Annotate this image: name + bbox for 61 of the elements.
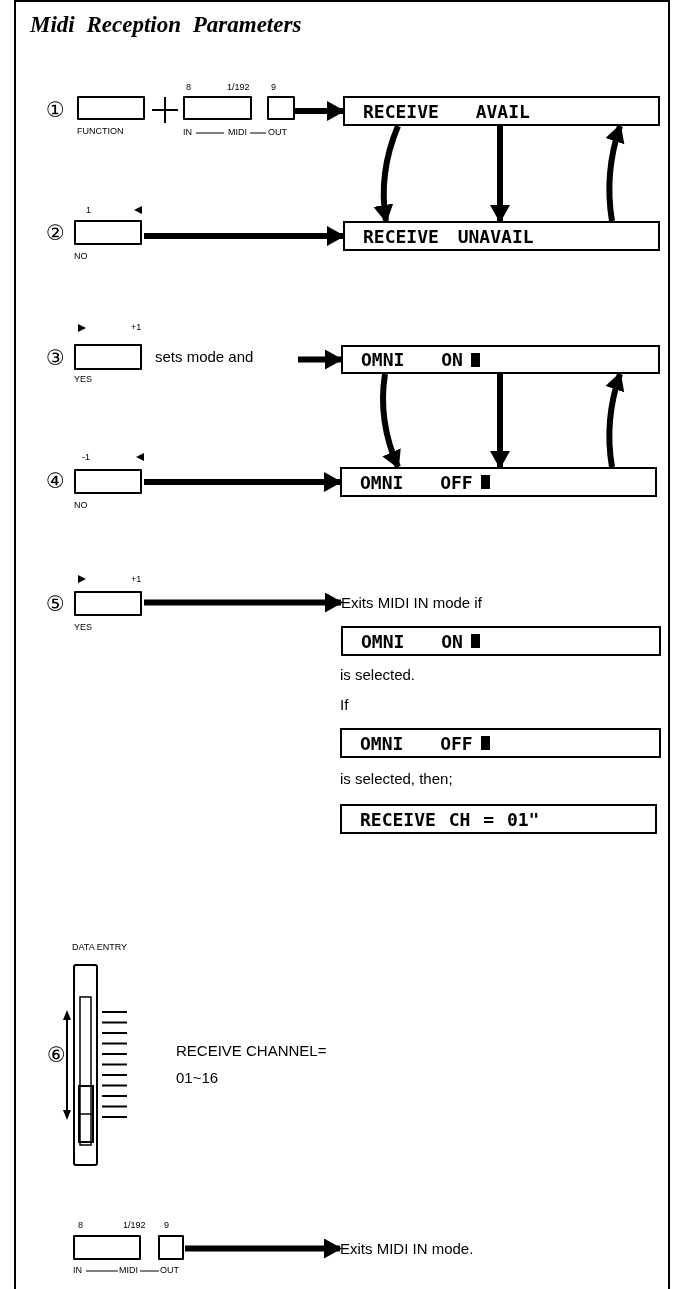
key-label: 1 — [86, 205, 91, 215]
step-note: sets mode and — [155, 348, 254, 365]
arrow — [295, 101, 345, 121]
key-label: 8 — [186, 82, 191, 92]
key-label: 8 — [78, 1220, 83, 1230]
key-label: 1/192 — [123, 1220, 146, 1230]
step-number: ① — [46, 99, 65, 121]
display-text: OMNI ON — [361, 349, 463, 370]
lcd-display — [343, 221, 660, 251]
key-label: NO — [74, 251, 88, 261]
diagram-title: Midi Reception Parameters — [30, 12, 302, 38]
key-label: YES — [74, 622, 92, 632]
step-number: ④ — [46, 470, 65, 492]
key-label: +1 — [131, 322, 142, 332]
display-text: OMNI OFF — [360, 732, 473, 754]
arrow — [144, 472, 342, 492]
key-label: OUT — [160, 1265, 179, 1275]
lcd-display — [340, 467, 657, 497]
key-label: OUT — [268, 127, 287, 137]
display-text: RECEIVE AVAIL — [363, 100, 530, 122]
lcd-display — [340, 728, 661, 758]
body-text: is selected, then; — [340, 770, 453, 787]
arrow — [185, 1238, 342, 1259]
body-text: If — [340, 696, 349, 713]
key-label: MIDI — [119, 1265, 138, 1275]
instruction-text: Exits MIDI IN mode. — [340, 1240, 474, 1257]
key-label: 1/192 — [227, 82, 250, 92]
parameter-text: RECEIVE CHANNEL= 01~16 — [176, 1041, 328, 1088]
display-text: RECEIVE UNAVAIL — [363, 225, 534, 247]
step-number: ⑤ — [46, 593, 65, 615]
arrow — [298, 349, 343, 370]
key-label: YES — [74, 374, 92, 384]
display-text: OMNI ON — [361, 630, 463, 652]
lcd-display — [343, 96, 660, 126]
key-label: 9 — [271, 82, 276, 92]
arrow — [490, 126, 510, 223]
key-label: -1 — [82, 452, 90, 462]
display-text: RECEIVE CH = 01" — [360, 808, 540, 830]
arrow — [144, 592, 343, 613]
lcd-display — [341, 345, 660, 374]
key-label: IN — [183, 127, 192, 137]
arrow — [380, 373, 402, 469]
key-label: NO — [74, 500, 88, 510]
lcd-display — [341, 626, 661, 656]
slider-label: DATA ENTRY — [72, 942, 127, 952]
arrow — [144, 226, 345, 246]
arrow — [605, 124, 625, 222]
arrow — [605, 372, 625, 468]
key-label: +1 — [131, 574, 142, 584]
display-text: OMNI OFF — [360, 471, 473, 493]
arrow — [373, 124, 401, 223]
body-text: is selected. — [340, 666, 416, 683]
key-label: FUNCTION — [77, 126, 124, 136]
step-number: ② — [46, 222, 65, 244]
step-number: ③ — [46, 347, 65, 369]
step-number: ⑥ — [47, 1044, 66, 1066]
key-label: 9 — [164, 1220, 169, 1230]
arrow — [490, 374, 510, 469]
lcd-display — [340, 804, 657, 834]
instruction-text: Exits MIDI IN mode if — [341, 594, 482, 611]
key-label: MIDI — [228, 127, 247, 137]
